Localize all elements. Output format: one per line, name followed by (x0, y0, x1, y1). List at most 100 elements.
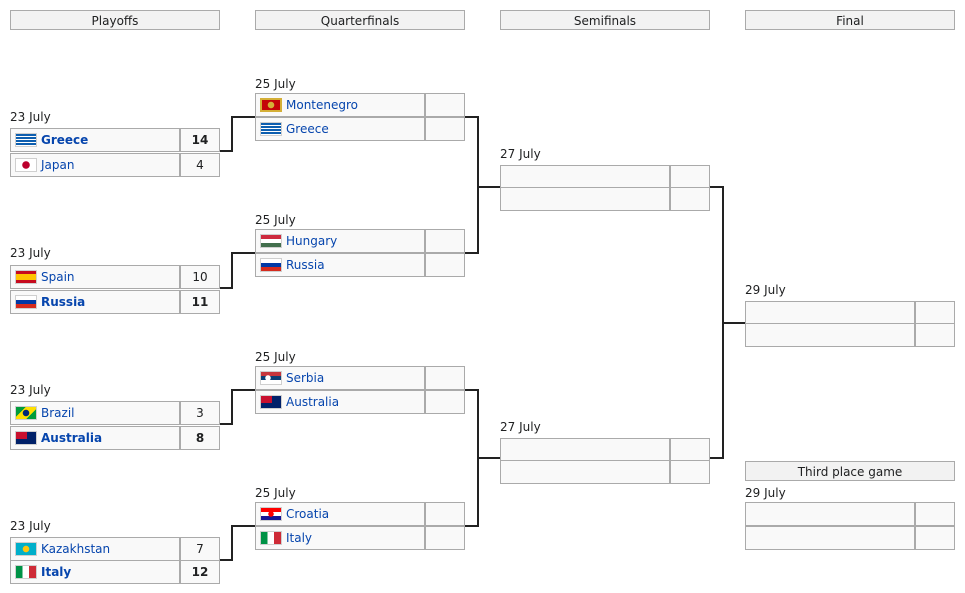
score-cell: 4 (180, 153, 220, 177)
match-slot (745, 502, 955, 526)
header-final: Final (745, 10, 955, 30)
team-cell: Greece (255, 117, 425, 141)
match-slot: Russia (255, 253, 465, 277)
team-cell (745, 301, 915, 325)
score-cell: 8 (180, 426, 220, 450)
score-cell (425, 526, 465, 550)
team-cell: Japan (10, 153, 180, 177)
match-date: 27 July (500, 420, 541, 434)
match-slot: Greece (255, 117, 465, 141)
kazakhstan-flag-icon (15, 542, 37, 556)
team-cell (500, 438, 670, 462)
team-cell: Italy (255, 526, 425, 550)
team-link-greece[interactable]: Greece (286, 122, 329, 136)
header-semifinals: Semifinals (500, 10, 710, 30)
team-cell: Italy (10, 560, 180, 584)
score-cell (425, 390, 465, 414)
spain-flag-icon (15, 270, 37, 284)
russia-flag-icon (15, 295, 37, 309)
team-link-greece[interactable]: Greece (41, 133, 89, 147)
team-link-russia[interactable]: Russia (286, 258, 325, 272)
croatia-flag-icon (260, 507, 282, 521)
japan-flag-icon (15, 158, 37, 172)
team-link-montenegro[interactable]: Montenegro (286, 98, 359, 112)
match-slot: Australia 8 (10, 426, 220, 450)
header-quarterfinals: Quarterfinals (255, 10, 465, 30)
match-slot: Hungary (255, 229, 465, 253)
match-date: 23 July (10, 383, 51, 397)
match-slot (500, 438, 710, 462)
italy-flag-icon (260, 531, 282, 545)
match-slot: Greece 14 (10, 128, 220, 152)
team-cell (500, 187, 670, 211)
score-cell: 7 (180, 537, 220, 561)
header-playoffs: Playoffs (10, 10, 220, 30)
montenegro-flag-icon (260, 98, 282, 112)
match-date: 29 July (745, 486, 786, 500)
match-date: 23 July (10, 110, 51, 124)
score-cell: 14 (180, 128, 220, 152)
match-slot: Montenegro (255, 93, 465, 117)
team-cell (500, 460, 670, 484)
match-slot: Kazakhstan 7 (10, 537, 220, 561)
hungary-flag-icon (260, 234, 282, 248)
score-cell: 3 (180, 401, 220, 425)
score-cell (425, 229, 465, 253)
team-cell: Brazil (10, 401, 180, 425)
score-cell (915, 301, 955, 325)
match-slot (745, 323, 955, 347)
score-cell (670, 460, 710, 484)
match-slot: Japan 4 (10, 153, 220, 177)
score-cell (670, 187, 710, 211)
team-link-hungary[interactable]: Hungary (286, 234, 338, 248)
match-slot: Brazil 3 (10, 401, 220, 425)
team-link-russia[interactable]: Russia (41, 295, 86, 309)
score-cell (425, 253, 465, 277)
team-link-japan[interactable]: Japan (41, 158, 75, 172)
team-link-australia[interactable]: Australia (41, 431, 103, 445)
score-cell (915, 502, 955, 526)
team-link-brazil[interactable]: Brazil (41, 406, 75, 420)
match-date: 27 July (500, 147, 541, 161)
brazil-flag-icon (15, 406, 37, 420)
team-cell (745, 526, 915, 550)
match-slot (500, 165, 710, 189)
match-slot (745, 301, 955, 325)
team-link-spain[interactable]: Spain (41, 270, 75, 284)
match-slot: Italy 12 (10, 560, 220, 584)
team-cell: Hungary (255, 229, 425, 253)
team-cell: Australia (10, 426, 180, 450)
team-link-italy[interactable]: Italy (41, 565, 72, 579)
match-slot: Italy (255, 526, 465, 550)
team-link-kazakhstan[interactable]: Kazakhstan (41, 542, 111, 556)
australia-flag-icon (260, 395, 282, 409)
match-date: 25 July (255, 77, 296, 91)
score-cell (425, 93, 465, 117)
team-cell: Australia (255, 390, 425, 414)
score-cell: 10 (180, 265, 220, 289)
team-link-serbia[interactable]: Serbia (286, 371, 325, 385)
team-cell: Montenegro (255, 93, 425, 117)
score-cell (915, 323, 955, 347)
score-cell: 11 (180, 290, 220, 314)
team-cell: Russia (255, 253, 425, 277)
team-cell: Spain (10, 265, 180, 289)
score-cell (915, 526, 955, 550)
team-link-croatia[interactable]: Croatia (286, 507, 330, 521)
score-cell (425, 366, 465, 390)
team-link-italy[interactable]: Italy (286, 531, 313, 545)
greece-flag-icon (15, 133, 37, 147)
team-link-australia[interactable]: Australia (286, 395, 340, 409)
match-slot: Australia (255, 390, 465, 414)
team-cell: Serbia (255, 366, 425, 390)
match-date: 25 July (255, 213, 296, 227)
match-slot: Croatia (255, 502, 465, 526)
score-cell (425, 117, 465, 141)
russia-flag-icon (260, 258, 282, 272)
match-date: 23 July (10, 519, 51, 533)
greece-flag-icon (260, 122, 282, 136)
score-cell (425, 502, 465, 526)
score-cell (670, 165, 710, 189)
team-cell (745, 502, 915, 526)
